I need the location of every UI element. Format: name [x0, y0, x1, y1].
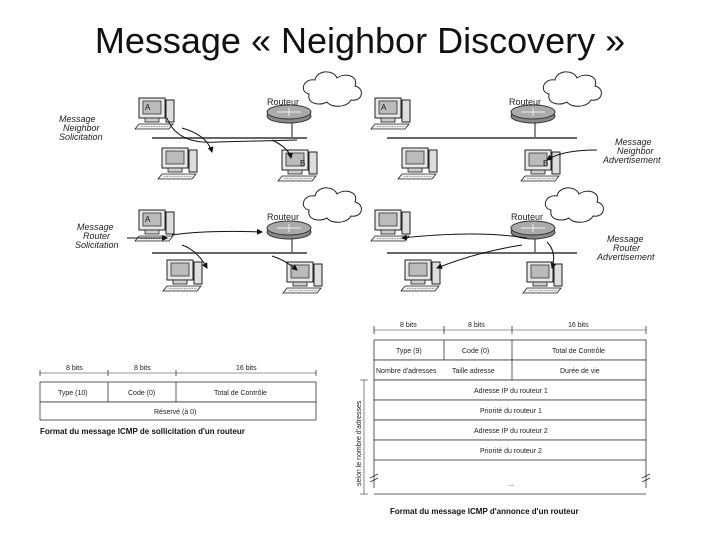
type-field: Type (9): [396, 348, 422, 355]
router2-address-field: Adresse IP du routeur 2: [474, 428, 548, 435]
address-size-field: Taille adresse: [452, 368, 495, 375]
cloud-icon: [302, 187, 362, 223]
cloud-icon: [544, 187, 604, 223]
message-label-line2: Router: [83, 231, 111, 241]
address-count-field: Nombre d'adresses: [376, 368, 437, 375]
computer-icon: [162, 259, 203, 292]
message-label-line1: Message: [615, 137, 652, 147]
reserved-field: Réservé (à 0): [154, 409, 196, 416]
message-label-line3: Solicitation: [75, 240, 119, 250]
message-label-line3: Solicitation: [59, 132, 103, 142]
side-label: selon le nombre d'adresses: [356, 400, 363, 486]
quadrant-neighbor-solicitation: A B Routeur Message Neighbor Solicitatio…: [59, 71, 362, 182]
bits-label: 16 bits: [236, 365, 257, 372]
router1-priority-field: Priorité du routeur 1: [480, 408, 542, 415]
host-b-computer-icon: [520, 149, 561, 182]
router-icon: [510, 104, 556, 124]
router-label: Routeur: [267, 212, 299, 222]
quadrant-router-solicitation: A Routeur Message Router Solicitation: [75, 187, 362, 294]
message-label-line1: Message: [59, 114, 96, 124]
router2-priority-field: Priorité du routeur 2: [480, 448, 542, 455]
router-icon: [266, 104, 312, 124]
checksum-field: Total de Contrôle: [552, 348, 605, 355]
network-diagram: A B Routeur Message Neighbor Solicitatio…: [59, 71, 661, 294]
message-label-line1: Message: [607, 234, 644, 244]
computer-icon: [397, 147, 438, 180]
computer-icon: [370, 209, 411, 242]
router-icon: [266, 220, 312, 240]
message-label-line2: Neighbor: [617, 146, 655, 156]
slide-title: Message « Neighbor Discovery »: [94, 20, 626, 61]
bits-label: 8 bits: [468, 322, 485, 329]
type-field: Type (10): [58, 390, 88, 397]
router-label: Routeur: [267, 97, 299, 107]
computer-icon: [282, 261, 323, 294]
bits-label: 16 bits: [568, 322, 589, 329]
solicitation-format-diagram: 8 bits 8 bits 16 bits Type (10) Code (0)…: [39, 365, 317, 436]
message-label-line1: Message: [77, 222, 114, 232]
advertisement-caption: Format du message ICMP d'annonce d'un ro…: [390, 507, 579, 516]
bits-label: 8 bits: [400, 322, 417, 329]
host-a-label: A: [381, 103, 387, 112]
router-label: Routeur: [511, 212, 543, 222]
advertisement-format-diagram: 8 bits 8 bits 16 bits Type (9) Code (0) …: [356, 322, 651, 516]
message-label-line3: Advertisement: [602, 155, 661, 165]
checksum-field: Total de Contrôle: [214, 390, 267, 397]
computer-icon: [522, 261, 563, 294]
host-a-label: A: [145, 215, 151, 224]
message-label-line2: Router: [613, 243, 641, 253]
host-a-computer-icon: [134, 97, 175, 130]
router-label: Routeur: [509, 97, 541, 107]
quadrant-neighbor-advertisement: A B Routeur Message Neighbor Advertiseme…: [370, 71, 661, 182]
message-label-line2: Neighbor: [63, 123, 101, 133]
lifetime-field: Durée de vie: [560, 368, 600, 375]
quadrant-router-advertisement: Routeur Message Router Advertisement: [370, 187, 655, 294]
bits-label: 8 bits: [134, 365, 151, 372]
host-b-label: B: [543, 159, 548, 168]
solicitation-caption: Format du message ICMP de sollicitation …: [40, 427, 245, 436]
host-a-computer-icon: [370, 97, 411, 130]
cloud-icon: [302, 71, 362, 107]
host-b-label: B: [300, 159, 305, 168]
router1-address-field: Adresse IP du routeur 1: [474, 388, 548, 395]
computer-icon: [157, 147, 198, 180]
code-field: Code (0): [128, 390, 155, 397]
host-b-computer-icon: [277, 149, 318, 182]
host-a-label: A: [145, 103, 151, 112]
host-a-computer-icon: [134, 209, 175, 242]
cloud-icon: [542, 71, 602, 107]
code-field: Code (0): [462, 348, 489, 355]
computer-icon: [400, 259, 441, 292]
message-label-line3: Advertisement: [596, 252, 655, 262]
bits-label: 8 bits: [66, 365, 83, 372]
ellipsis: ...: [508, 481, 514, 488]
